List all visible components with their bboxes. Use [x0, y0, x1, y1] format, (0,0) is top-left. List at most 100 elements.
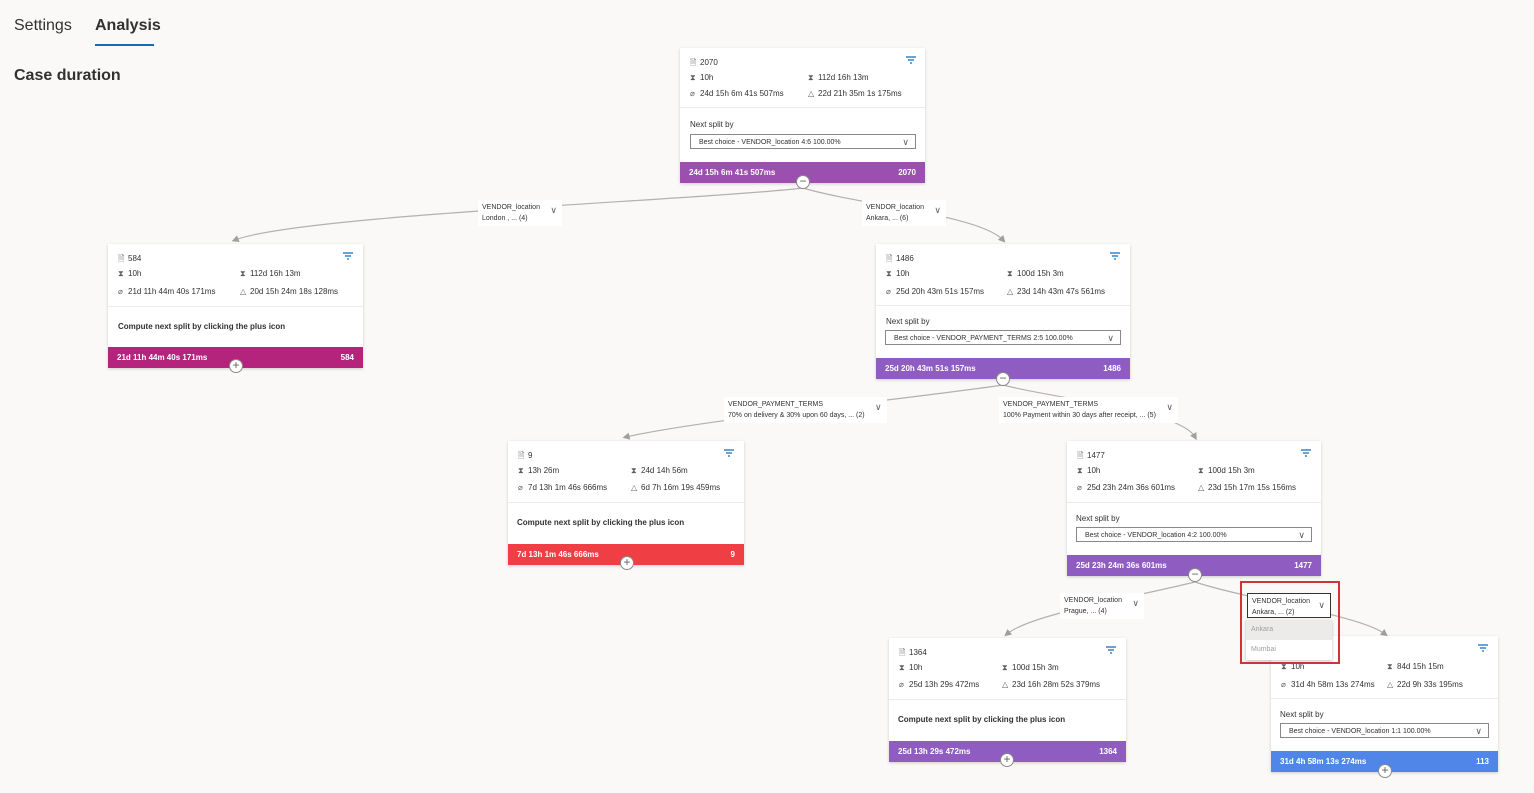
caseload-icon: 🗎	[1077, 451, 1084, 460]
min-duration: 10h	[128, 269, 142, 278]
expand-button[interactable]: +	[1000, 753, 1014, 767]
hourglass-min-icon: ⧗	[690, 73, 696, 82]
hourglass-min-icon: ⧗	[518, 466, 524, 475]
edge-label-london[interactable]: VENDOR_location London , ... (4) ∨	[478, 200, 562, 226]
filter-icon[interactable]	[1301, 449, 1311, 457]
expand-button[interactable]: +	[1378, 764, 1392, 778]
compute-hint: Compute next split by clicking the plus …	[898, 715, 1066, 724]
collapse-button[interactable]: −	[996, 372, 1010, 386]
split-select[interactable]: Best choice - VENDOR_location 4:2 100.00…	[1076, 527, 1312, 542]
footer-count: 584	[340, 353, 354, 362]
node-ankara[interactable]: 🗎1486 ⧗10h ⧗100d 15h 3m ⌀25d 20h 43m 51s…	[876, 244, 1130, 379]
split-select[interactable]: Best choice - VENDOR_location 1:1 100.00…	[1280, 723, 1489, 738]
chevron-down-icon: ∨	[902, 137, 909, 147]
case-count: 9	[528, 451, 533, 460]
tab-analysis[interactable]: Analysis	[95, 17, 161, 34]
plus-circle-icon: +	[1003, 752, 1011, 766]
page-title: Case duration	[14, 67, 121, 84]
max-duration: 100d 15h 3m	[1017, 269, 1064, 278]
edge-attribute: VENDOR_PAYMENT_TERMS	[1003, 401, 1099, 408]
max-duration: 24d 14h 56m	[641, 466, 688, 475]
node-prague[interactable]: 🗎1364 ⧗10h ⧗100d 15h 3m ⌀25d 13h 29s 472…	[889, 638, 1126, 762]
min-duration: 10h	[909, 663, 923, 672]
node-terms70[interactable]: 🗎9 ⧗13h 26m ⧗24d 14h 56m ⌀7d 13h 1m 46s …	[508, 441, 744, 565]
delta-icon: △	[1002, 680, 1009, 689]
edge-attribute: VENDOR_location	[482, 204, 540, 211]
expand-button[interactable]: +	[620, 556, 634, 570]
case-count: 584	[128, 254, 142, 263]
average-icon: ⌀	[518, 483, 523, 492]
divider	[1271, 698, 1498, 699]
split-select[interactable]: Best choice - VENDOR_PAYMENT_TERMS 2:5 1…	[885, 330, 1121, 345]
footer-duration: 25d 13h 29s 472ms	[898, 747, 971, 756]
active-tab-indicator	[95, 44, 154, 46]
split-label: Next split by	[886, 317, 930, 326]
edge-value: 70% on delivery & 30% upon 60 days, ... …	[728, 412, 865, 419]
edge-label-prague[interactable]: VENDOR_location Prague, ... (4) ∨	[1060, 593, 1144, 619]
filter-icon[interactable]	[724, 449, 734, 457]
avg-duration: 31d 4h 58m 13s 274ms	[1291, 680, 1375, 689]
divider	[680, 107, 925, 108]
max-duration: 100d 15h 3m	[1012, 663, 1059, 672]
footer-count: 1477	[1294, 561, 1312, 570]
hourglass-max-icon: ⧗	[631, 466, 637, 475]
collapse-button[interactable]: −	[796, 175, 810, 189]
std-duration: 6d 7h 16m 19s 459ms	[641, 483, 721, 492]
edge-label-terms100[interactable]: VENDOR_PAYMENT_TERMS 100% Payment within…	[999, 397, 1178, 423]
node-london[interactable]: 🗎584 ⧗10h ⧗112d 16h 13m ⌀21d 11h 44m 40s…	[108, 244, 363, 368]
divider	[108, 306, 363, 307]
expand-button[interactable]: +	[229, 359, 243, 373]
split-select-value: Best choice - VENDOR_location 1:1 100.00…	[1289, 728, 1431, 735]
footer-duration: 31d 4h 58m 13s 274ms	[1280, 757, 1367, 766]
filter-icon[interactable]	[1110, 252, 1120, 260]
hourglass-max-icon: ⧗	[1002, 663, 1008, 672]
chevron-down-icon: ∨	[1166, 402, 1173, 412]
node-ankara2[interactable]: ⧗10h ⧗84d 15h 15m ⌀31d 4h 58m 13s 274ms …	[1271, 636, 1498, 772]
footer-count: 113	[1476, 757, 1489, 766]
chevron-down-icon: ∨	[875, 402, 882, 412]
footer-count: 9	[730, 550, 735, 559]
average-icon: ⌀	[1281, 680, 1286, 689]
split-label: Next split by	[1076, 514, 1120, 523]
filter-icon[interactable]	[1106, 646, 1116, 654]
node-root[interactable]: 🗎2070 ⧗10h ⧗112d 16h 13m ⌀24d 15h 6m 41s…	[680, 48, 925, 183]
highlight-box	[1240, 581, 1340, 664]
node-terms100[interactable]: 🗎1477 ⧗10h ⧗100d 15h 3m ⌀25d 23h 24m 36s…	[1067, 441, 1321, 576]
filter-icon[interactable]	[1478, 644, 1488, 652]
average-icon: ⌀	[690, 89, 695, 98]
edge-value: Ankara, ... (6)	[866, 215, 909, 222]
chevron-down-icon: ∨	[1132, 598, 1139, 608]
delta-icon: △	[631, 483, 638, 492]
compute-hint: Compute next split by clicking the plus …	[118, 322, 286, 331]
filter-icon[interactable]	[906, 56, 916, 64]
delta-icon: △	[240, 287, 247, 296]
max-duration: 84d 15h 15m	[1397, 662, 1444, 671]
max-duration: 112d 16h 13m	[818, 73, 869, 82]
edge-value: Ankara, ... (2)	[1252, 609, 1295, 616]
plus-circle-icon: +	[1381, 763, 1389, 777]
dropdown-option[interactable]: Ankara	[1246, 620, 1332, 640]
max-duration: 100d 15h 3m	[1208, 466, 1255, 475]
min-duration: 10h	[1291, 662, 1305, 671]
delta-icon: △	[808, 89, 815, 98]
average-icon: ⌀	[118, 287, 123, 296]
avg-duration: 7d 13h 1m 46s 666ms	[528, 483, 608, 492]
tab-settings[interactable]: Settings	[14, 17, 72, 34]
caseload-icon: 🗎	[886, 254, 893, 263]
hourglass-max-icon: ⧗	[240, 269, 246, 278]
dropdown-option[interactable]: Mumbai	[1251, 646, 1276, 653]
std-duration: 22d 9h 33s 195ms	[1397, 680, 1463, 689]
filter-icon[interactable]	[343, 252, 353, 260]
collapse-button[interactable]: −	[1188, 568, 1202, 582]
edge-label-ankara[interactable]: VENDOR_location Ankara, ... (6) ∨	[862, 200, 946, 226]
edge-label-terms70[interactable]: VENDOR_PAYMENT_TERMS 70% on delivery & 3…	[724, 397, 887, 423]
hourglass-max-icon: ⧗	[1387, 662, 1393, 671]
split-select[interactable]: Best choice - VENDOR_location 4:6 100.00…	[690, 134, 916, 149]
caseload-icon: 🗎	[518, 451, 525, 460]
edge-dropdown-list: Ankara Mumbai	[1246, 620, 1332, 660]
edge-dropdown-trigger[interactable]: VENDOR_location Ankara, ... (2) ∨	[1247, 593, 1331, 618]
